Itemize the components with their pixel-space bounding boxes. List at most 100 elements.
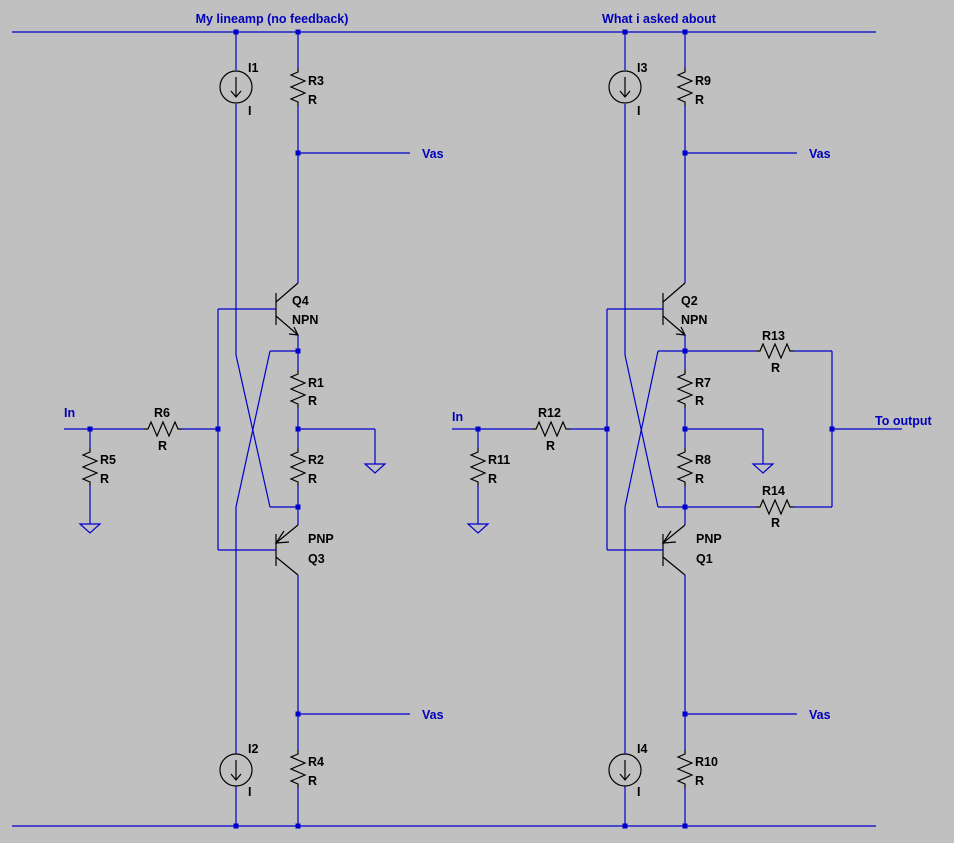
- R14-value: R: [771, 516, 780, 530]
- Q4-name: Q4: [292, 294, 309, 308]
- transistor-Q3: [274, 524, 299, 576]
- junction-dot: [295, 348, 301, 354]
- R13-value: R: [771, 361, 780, 375]
- R10-name: R10: [695, 755, 718, 769]
- junction-dot: [682, 29, 688, 35]
- junction-dot: [295, 711, 301, 717]
- to-output-label: To output: [875, 414, 933, 428]
- R1-name: R1: [308, 376, 324, 390]
- ground-icon: [466, 523, 490, 534]
- resistor-R2: [289, 448, 307, 486]
- junction-dot: [682, 711, 688, 717]
- I3-value: I: [637, 104, 640, 118]
- title-right: What i asked about: [602, 12, 717, 26]
- title-left: My lineamp (no feedback): [196, 12, 349, 26]
- Q3-type: PNP: [308, 532, 334, 546]
- R8-name: R8: [695, 453, 711, 467]
- junction-dot: [233, 29, 239, 35]
- transistor-Q4: [275, 282, 300, 336]
- transistor-Q1: [661, 524, 686, 576]
- R5-name: R5: [100, 453, 116, 467]
- resistor-R5: [81, 448, 99, 486]
- junction-dot: [295, 504, 301, 510]
- junction-dot: [215, 426, 221, 432]
- junction-dot: [475, 426, 481, 432]
- wire: [235, 350, 271, 508]
- R5-value: R: [100, 472, 109, 486]
- resistor-R11: [469, 448, 487, 486]
- R9-name: R9: [695, 74, 711, 88]
- vas-label-right-bottom: Vas: [809, 708, 831, 722]
- Q2-type: NPN: [681, 313, 707, 327]
- resistor-R9: [676, 68, 694, 106]
- R3-value: R: [308, 93, 317, 107]
- vas-label-left-top: Vas: [422, 147, 444, 161]
- R2-name: R2: [308, 453, 324, 467]
- R11-value: R: [488, 472, 497, 486]
- junction-dot: [682, 823, 688, 829]
- R4-name: R4: [308, 755, 324, 769]
- junction-dot: [682, 348, 688, 354]
- R11-name: R11: [488, 453, 510, 467]
- I1-value: I: [248, 104, 251, 118]
- junction-dot: [604, 426, 610, 432]
- current-source-I1: [219, 70, 253, 104]
- R7-value: R: [695, 394, 704, 408]
- junction-dot: [233, 823, 239, 829]
- junction-dot: [622, 29, 628, 35]
- current-source-I2: [219, 753, 253, 787]
- wire: [624, 350, 659, 508]
- I2-value: I: [248, 785, 251, 799]
- ground-icon: [363, 463, 387, 474]
- in-label-right: In: [452, 410, 463, 424]
- in-label-left: In: [64, 406, 75, 420]
- resistor-R10: [676, 750, 694, 788]
- R10-value: R: [695, 774, 704, 788]
- junction-dot: [622, 823, 628, 829]
- R6-name: R6: [154, 406, 170, 420]
- resistor-R6: [144, 420, 182, 438]
- I1-name: I1: [248, 61, 258, 75]
- resistor-R13: [756, 342, 794, 360]
- resistor-R3: [289, 68, 307, 106]
- junction-dot: [295, 29, 301, 35]
- vas-label-left-bottom: Vas: [422, 708, 444, 722]
- R8-value: R: [695, 472, 704, 486]
- junction-dot: [87, 426, 93, 432]
- ground-icon: [78, 523, 102, 534]
- resistor-R7: [676, 370, 694, 408]
- I4-name: I4: [637, 742, 647, 756]
- I2-name: I2: [248, 742, 258, 756]
- junction-dot: [295, 823, 301, 829]
- resistor-R1: [289, 370, 307, 408]
- I4-value: I: [637, 785, 640, 799]
- R1-value: R: [308, 394, 317, 408]
- junction-dot: [295, 426, 301, 432]
- Q2-name: Q2: [681, 294, 698, 308]
- right-circuit: I3 I I4 I R9 R Vas: [452, 29, 933, 829]
- Q1-type: PNP: [696, 532, 722, 546]
- junction-dot: [682, 150, 688, 156]
- junction-dot: [682, 504, 688, 510]
- junction-dot: [829, 426, 835, 432]
- R4-value: R: [308, 774, 317, 788]
- resistor-R14: [756, 498, 794, 516]
- Q1-name: Q1: [696, 552, 713, 566]
- current-source-I3: [608, 70, 642, 104]
- R9-value: R: [695, 93, 704, 107]
- vas-label-right-top: Vas: [809, 147, 831, 161]
- Q3-name: Q3: [308, 552, 325, 566]
- current-source-I4: [608, 753, 642, 787]
- resistor-R8: [676, 448, 694, 486]
- R2-value: R: [308, 472, 317, 486]
- transistor-Q2: [662, 282, 687, 336]
- R14-name: R14: [762, 484, 785, 498]
- R12-value: R: [546, 439, 555, 453]
- junction-dot: [295, 150, 301, 156]
- R13-name: R13: [762, 329, 785, 343]
- ground-icon: [751, 463, 775, 474]
- R7-name: R7: [695, 376, 711, 390]
- resistor-R4: [289, 750, 307, 788]
- resistor-R12: [532, 420, 570, 438]
